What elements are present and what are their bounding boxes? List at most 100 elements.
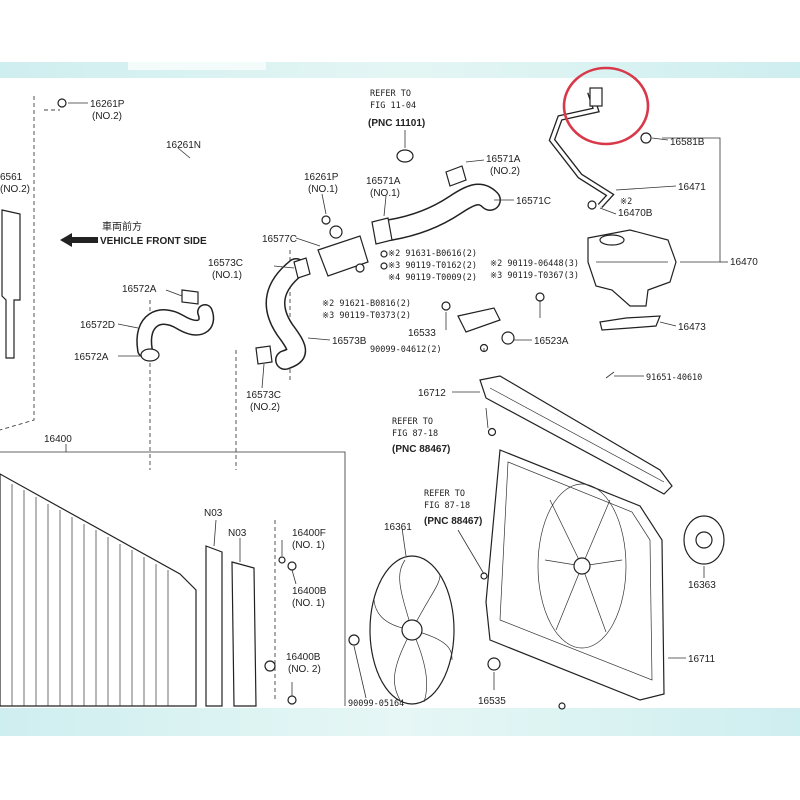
label-16572a-top: 16572A (122, 284, 157, 295)
label-16573c-no1-sub: (NO.1) (212, 270, 242, 281)
label-16470: 16470 (730, 257, 758, 268)
label-16261p-no1: 16261P (304, 172, 339, 183)
fan-shroud-16711 (485, 449, 665, 701)
frame-left (0, 96, 35, 431)
bypass-pipe-16261n (61, 103, 331, 226)
hose-stub-11101 (396, 149, 414, 163)
clamp-16572a-bottom (140, 348, 160, 362)
cushion-16400b-no2 (287, 695, 297, 705)
label-16573c-no1: 16573C (208, 258, 243, 269)
label-16581b: 16581B (670, 137, 705, 148)
air-guide-16561 (1, 209, 21, 359)
label-16261p-no2-sub: (NO.2) (92, 111, 122, 122)
bolt-91621 (441, 301, 451, 311)
bracket-16400 (0, 451, 346, 706)
label-16573c-no2-sub: (NO.2) (250, 402, 280, 413)
bottom-color-band (0, 708, 800, 736)
front-arrow-icon (60, 233, 98, 247)
label-fig-2: FIG 87-18 (392, 429, 438, 439)
highlight-circle (562, 66, 650, 146)
reserve-tank-cap (599, 234, 625, 246)
cushion-16535 (487, 657, 501, 671)
clamp-16573c-no1 (293, 257, 311, 279)
seal-n03-left (205, 545, 223, 707)
label-16535: 16535 (478, 696, 506, 707)
reserve-tank-16470 (587, 229, 677, 307)
label-16573b: 16573B (332, 336, 367, 347)
clamp-16470b (587, 200, 597, 210)
top-band-tab (128, 62, 266, 70)
water-outlet-16577c (317, 235, 369, 277)
label-16571c: 16571C (516, 196, 551, 207)
label-16261p-no1-sub: (NO.1) (308, 184, 338, 195)
bracket-16533 (457, 307, 501, 333)
bolt-91651 (605, 371, 615, 379)
label-refer-2: REFER TO (392, 417, 433, 427)
label-pnc-2: (PNC 88467) (392, 444, 450, 455)
label-ref-90099-05164: 90099-05164 (348, 699, 404, 709)
label-refer-1: REFER TO (370, 89, 411, 99)
label-16523a: 16523A (534, 336, 569, 347)
leader-lines (65, 102, 728, 699)
drain-cock (264, 660, 276, 672)
label-16573c-no2: 16573C (246, 390, 281, 401)
label-16400b-no2: 16400B (286, 652, 321, 663)
label-16572a-bottom: 16572A (74, 352, 109, 363)
top-color-band (0, 62, 800, 78)
label-ref-90119-t0367: ※3 90119-T0367(3) (490, 271, 579, 281)
label-ref-90119-06448: ※2 90119-06448(3) (490, 259, 579, 269)
nut-90099-05164 (348, 634, 360, 646)
label-ref-90119-t0373: ※3 90119-T0373(2) (322, 311, 411, 321)
cushion-16400b-no1 (287, 561, 297, 571)
seal-n03-right (231, 561, 257, 707)
label-ref-91651: 91651-40610 (646, 373, 702, 383)
label-16571a-no2: 16571A (486, 154, 521, 165)
label-fig-3: FIG 87-18 (424, 501, 470, 511)
label-16470b: 16470B (618, 208, 653, 219)
clamp-16571a-no2 (445, 165, 467, 187)
label-ref-91621: ※2 91621-B0816(2) (322, 299, 411, 309)
clamp-16571a-no1 (371, 217, 393, 245)
clamp-16573c-no2 (255, 345, 273, 365)
label-ref-90119-t0009: ※4 90119-T0009(2) (388, 273, 477, 283)
outlet-bolt (355, 263, 365, 273)
label-16261p-no2: 16261P (90, 99, 125, 110)
label-16400b-no2-sub: (NO. 2) (288, 664, 321, 675)
label-16400: 16400 (44, 434, 72, 445)
bracket-16473 (599, 315, 661, 331)
label-16400f-sub: (NO. 1) (292, 540, 325, 551)
label-16572d: 16572D (80, 320, 115, 331)
label-ref-91631: ※2 91631-B0616(2) (388, 249, 477, 259)
label-16473: 16473 (678, 322, 706, 333)
label-16577c: 16577C (262, 234, 297, 245)
plug-16400f (278, 556, 286, 564)
clip-16581b (640, 132, 652, 144)
clip-16261p-no1 (321, 215, 331, 225)
label-n03-b: N03 (228, 528, 247, 539)
fan-shroud-ring (537, 483, 627, 649)
part-labels: 16261P (NO.2) 16261N 6561 (NO.2) 車両前方 VE… (0, 89, 758, 709)
bolt-90119-06448 (535, 292, 545, 302)
clip-16261p-no2 (57, 98, 67, 108)
label-front-en: VEHICLE FRONT SIDE (100, 236, 207, 247)
label-ref-90099-04612: 90099-04612(2) (370, 345, 442, 355)
fan-hub (573, 557, 591, 575)
label-16571a-no1: 16571A (366, 176, 401, 187)
radiator-core-fins (11, 484, 169, 706)
label-pnc-3: (PNC 88467) (424, 516, 482, 527)
bolt-88467-a (487, 427, 497, 437)
upper-support-16712 (479, 375, 673, 495)
outlet-boss (329, 225, 343, 239)
hose-clip-top (589, 87, 603, 107)
label-n03-a: N03 (204, 508, 223, 519)
label-pnc-1: (PNC 11101) (368, 118, 425, 129)
label-16571a-no2-sub: (NO.2) (490, 166, 520, 177)
label-16561: 6561 (0, 172, 23, 183)
label-16400f: 16400F (292, 528, 326, 539)
label-16361: 16361 (384, 522, 412, 533)
label-16400b-no1-sub: (NO. 1) (292, 598, 325, 609)
cushion-16523a (501, 331, 515, 345)
label-16470b-mark: ※2 (620, 197, 632, 207)
label-16533: 16533 (408, 328, 436, 339)
